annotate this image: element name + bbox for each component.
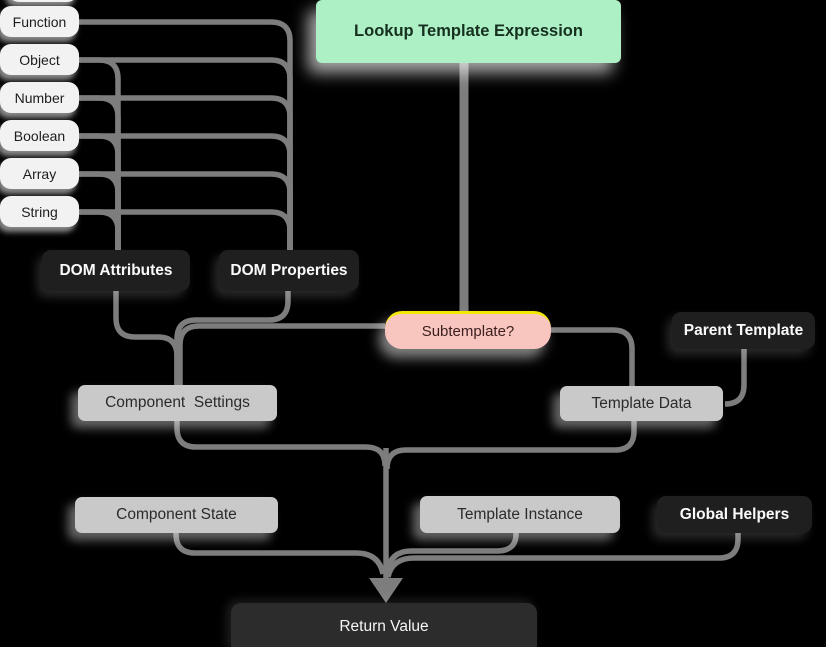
edge-string-domproperties [78, 209, 293, 250]
node-label: DOM Properties [230, 261, 348, 279]
edge-subtemplate-templatedata [551, 327, 635, 387]
edge-templateinstance-merge [384, 531, 519, 572]
edge-componentstate-merge [173, 531, 386, 575]
node-label: Return Value [339, 618, 429, 635]
edge-array-domproperties [78, 171, 293, 250]
type-node-label: Object [19, 51, 60, 68]
edge-string-domattributes [78, 209, 121, 250]
title-node-label: Lookup Template Expression [354, 22, 583, 40]
node-label: Parent Template [683, 321, 804, 339]
node-return-value: Return Value [231, 603, 537, 647]
node-global-helpers: Global Helpers [657, 496, 812, 533]
node-parent-template: Parent Template [672, 312, 815, 349]
edge-function-domproperties [78, 19, 293, 250]
edge-object-domproperties [78, 57, 293, 250]
type-node-number: Number [0, 82, 79, 113]
decision-node-subtemplate: Subtemplate? [385, 311, 551, 349]
node-label: Component State [116, 506, 237, 523]
type-node-label: Function [12, 13, 67, 30]
node-template-data: Template Data [560, 386, 723, 421]
type-node-array: Array [0, 158, 79, 189]
type-node-label: String [21, 203, 58, 220]
edge-number-domproperties [78, 95, 293, 250]
node-label: Template Instance [457, 505, 583, 523]
type-node-label: Array [22, 165, 57, 182]
decision-node-label: Subtemplate? [421, 323, 515, 340]
edge-domattributes-componentsettings [113, 291, 180, 386]
node-label: Component Settings [105, 394, 250, 411]
node-component-state: Component State [75, 497, 278, 533]
node-component-settings: Component Settings [78, 385, 277, 421]
node-label: DOM Attributes [59, 261, 173, 279]
arrowhead-icon [369, 578, 403, 603]
type-node-function: Function [0, 6, 79, 37]
type-node-label: Number [14, 89, 65, 106]
edge-componentsettings-merge [174, 421, 388, 467]
type-node-cropped [8, 0, 78, 2]
edge-globalhelpers-merge [385, 533, 741, 578]
node-label: Global Helpers [679, 505, 790, 523]
type-node-boolean: Boolean [0, 120, 79, 151]
type-node-object: Object [0, 44, 79, 75]
node-template-instance: Template Instance [420, 496, 620, 533]
edge-domproperties-componentsettings [174, 291, 291, 386]
edge-boolean-domproperties [78, 133, 293, 250]
edge-number-domattributes [78, 95, 121, 250]
type-node-label: Boolean [13, 127, 66, 144]
edge-templatedata-merge [384, 421, 637, 470]
node-label: Template Data [591, 394, 692, 412]
edge-boolean-domattributes [78, 133, 121, 250]
node-dom-properties: DOM Properties [219, 250, 359, 291]
edge-parenttemplate-templatedata [724, 349, 747, 407]
node-dom-attributes: DOM Attributes [42, 250, 190, 291]
edge-object-domattributes [78, 57, 121, 250]
edge-array-domattributes [78, 171, 121, 250]
title-node-lookup-template-expression: Lookup Template Expression [316, 0, 621, 63]
type-node-string: String [0, 196, 79, 227]
edge-subtemplate-componentsettings [177, 323, 385, 386]
